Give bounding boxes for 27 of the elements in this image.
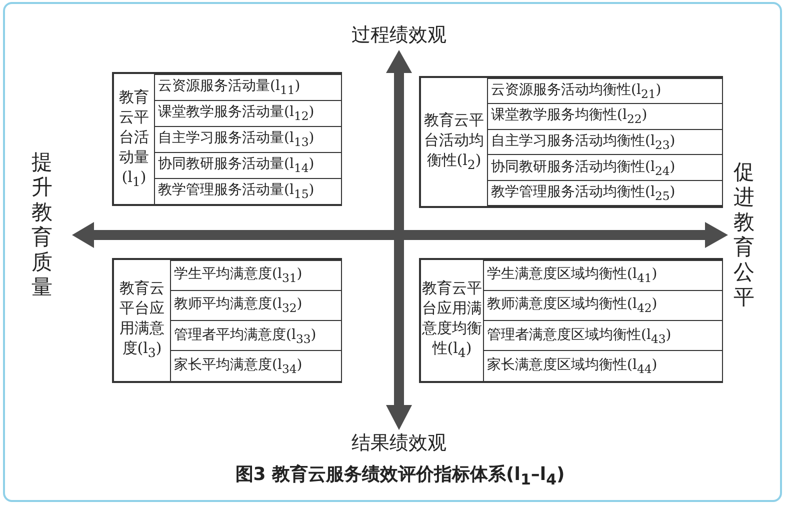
axis-label: 促进教育公平: [732, 160, 756, 310]
indicator-box: 管理者满意度区域均衡性(l$_{43}$): [483, 320, 723, 352]
indicator-box: 家长满意度区域均衡性(l$_{44}$): [483, 350, 723, 382]
indicator-box: 学生平均满意度(l$_{31}$): [170, 260, 342, 291]
indicator-group-box: [419, 76, 723, 208]
indicator-box: 协同教研服务活动量(l$_{14}$): [154, 152, 342, 178]
axis-label: 过程绩效观: [352, 23, 446, 48]
indicator-box: 教师满意度区域均衡性(l$_{42}$): [483, 290, 723, 321]
axis-label: 结果绩效观: [352, 431, 446, 456]
indicator-box: 教学管理服务活动量(l$_{15}$): [154, 178, 342, 204]
indicator-box: 协同教研服务活动均衡性(l$_{24}$): [487, 154, 723, 181]
indicator-box: 课堂教学服务活动量(l$_{12}$): [154, 100, 342, 126]
indicator-box: 自主学习服务活动均衡性(l$_{23}$): [487, 128, 723, 156]
indicator-group-box: [419, 258, 723, 383]
indicator-box: 学生满意度区域均衡性(l$_{41}$): [483, 260, 723, 291]
indicator-group-box: [112, 258, 342, 383]
indicator-box: 管理者平均满意度(l$_{33}$): [170, 320, 342, 352]
indicator-box: 课堂教学服务均衡性(l$_{22}$): [487, 103, 723, 130]
figure-caption: 图3 教育云服务绩效评价指标体系(l$_{1}$–l$_{4}$): [235, 463, 565, 489]
axis-label: 提升教育质量: [30, 150, 54, 300]
indicator-box: 家长平均满意度(l$_{34}$): [170, 350, 342, 382]
indicator-group-box: [112, 72, 342, 206]
indicator-box: 教学管理服务活动均衡性(l$_{25}$): [487, 180, 723, 206]
indicator-box: 教师平均满意度(l$_{32}$): [170, 290, 342, 321]
indicator-box: 自主学习服务活动量(l$_{13}$): [154, 126, 342, 152]
indicator-box: 云资源服务活动均衡性(l$_{21}$): [487, 78, 723, 104]
indicator-box: 云资源服务活动量(l$_{11}$): [154, 74, 342, 100]
